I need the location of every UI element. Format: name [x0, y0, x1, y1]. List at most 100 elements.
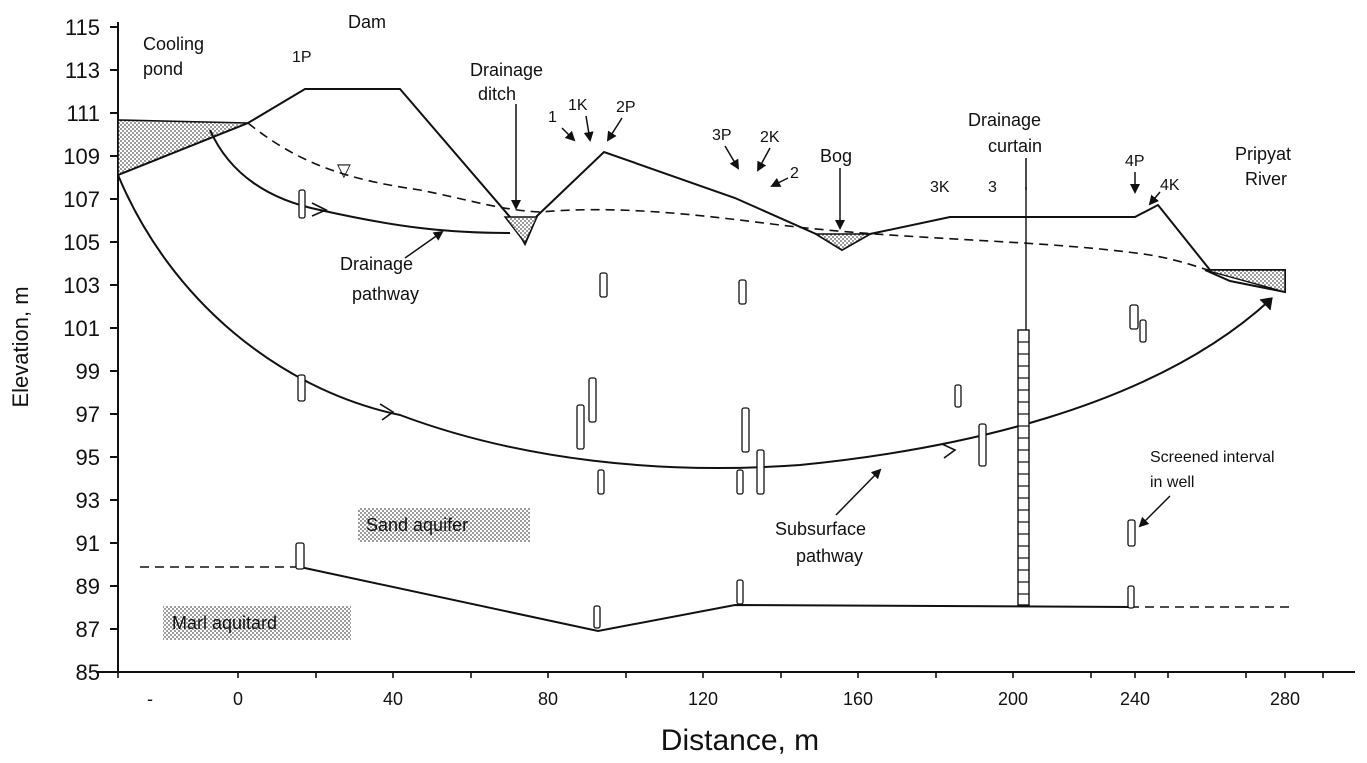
label-well-1: 1 — [548, 109, 557, 126]
label-sand-aquifer: Sand aquifer — [366, 515, 468, 535]
label-drainage-pathway-line2: pathway — [352, 284, 419, 304]
label-drainage-curtain-line1: Drainage — [968, 110, 1041, 130]
x-tick-label: - — [147, 689, 153, 709]
well-screen — [1129, 304, 1139, 330]
subsurface-arrow-icon-3 — [1259, 297, 1273, 311]
y-axis-title: Elevation, m — [8, 286, 33, 407]
label-cooling-pond-line1: Cooling — [143, 34, 204, 54]
label-drainage-ditch-line1: Drainage — [470, 60, 543, 80]
well-1-pointer — [561, 127, 576, 142]
label-pripyat-line2: River — [1245, 169, 1287, 189]
well-1K-pointer — [583, 115, 594, 142]
well-screen — [593, 605, 601, 629]
y-tick-label: 93 — [76, 488, 100, 513]
y-tick-label: 101 — [63, 316, 100, 341]
drainage-curtain-segments — [1018, 341, 1029, 595]
label-bog: Bog — [820, 146, 852, 166]
x-tick-label: 40 — [383, 689, 403, 709]
y-tick-label: 97 — [76, 402, 100, 427]
drainage-pathway-line — [209, 129, 511, 234]
label-dam: Dam — [348, 12, 386, 32]
x-tick-label: 280 — [1270, 689, 1300, 709]
well-2-pointer — [770, 177, 789, 187]
y-tick-label: 115 — [65, 15, 100, 40]
drainage-curtain-casing — [1017, 329, 1030, 606]
y-tick-label: 113 — [65, 58, 100, 83]
well-screen — [295, 542, 305, 570]
well-screen — [978, 423, 987, 467]
x-tick-label: 160 — [843, 689, 873, 709]
well-screens — [295, 189, 1147, 629]
y-tick-label: 109 — [63, 144, 100, 169]
label-drainage-ditch-line2: ditch — [478, 84, 516, 104]
y-tick-label: 95 — [76, 445, 100, 470]
well-screen — [1139, 319, 1147, 343]
label-well-3P: 3P — [712, 127, 732, 144]
well-screen — [597, 469, 605, 495]
drainage-pathway-arrow-icon — [311, 202, 328, 217]
label-screened-interval-line1: Screened interval — [1150, 449, 1275, 466]
well-3P-pointer — [724, 145, 740, 170]
well-screen — [954, 384, 962, 408]
label-well-2K: 2K — [760, 129, 780, 146]
label-subsurface-pathway-line2: pathway — [796, 546, 863, 566]
sand-aquifer-box — [358, 508, 530, 542]
well-screen — [588, 377, 597, 423]
label-drainage-pathway-line1: Drainage — [340, 254, 413, 274]
well-screen — [736, 469, 744, 495]
well-4K-pointer — [1148, 191, 1161, 206]
drainage-ditch-water — [503, 216, 539, 245]
subsurface-pathway-line — [117, 174, 1271, 469]
y-tick-label: 85 — [76, 660, 100, 685]
label-well-1K: 1K — [568, 97, 588, 114]
label-drainage-curtain-line2: curtain — [988, 136, 1042, 156]
label-well-4K: 4K — [1160, 177, 1180, 194]
label-subsurface-pathway-line1: Subsurface — [775, 519, 866, 539]
subsurface-arrow-icon-2 — [941, 443, 957, 459]
water-table-symbol: ▽ — [337, 160, 351, 180]
well-screen — [599, 272, 608, 298]
y-tick-label: 105 — [63, 230, 100, 255]
subsurface-arrow-icon-1 — [379, 403, 395, 421]
label-well-1P: 1P — [292, 49, 312, 66]
well-screen — [298, 189, 306, 219]
y-tick-label: 91 — [76, 531, 100, 556]
label-well-4P: 4P — [1125, 153, 1145, 170]
label-well-2P: 2P — [616, 99, 636, 116]
y-tick-label: 99 — [76, 359, 100, 384]
screened-interval-pointer — [1138, 495, 1171, 528]
well-screen — [736, 579, 744, 605]
well-screen — [741, 407, 750, 453]
well-screen — [738, 279, 747, 305]
y-tick-label: 87 — [76, 617, 100, 642]
x-tick-label: 0 — [233, 689, 243, 709]
subsurface-pathway-pointer — [835, 468, 882, 516]
y-tick-label: 89 — [76, 574, 100, 599]
bog-water — [813, 233, 873, 251]
x-axis-title: Distance, m — [661, 724, 819, 757]
x-tick-label: 200 — [998, 689, 1028, 709]
label-screened-interval-line2: in well — [1150, 474, 1194, 491]
y-axis: 115 113 111 109 107 105 103 101 99 97 95 93 91 89 87 85 — [63, 15, 119, 685]
water-table-line — [247, 122, 1216, 273]
label-well-3K: 3K — [930, 179, 950, 196]
marl-aquitard-box — [163, 606, 351, 640]
y-tick-label: 103 — [63, 273, 100, 298]
label-well-2: 2 — [790, 165, 799, 182]
label-pripyat-line1: Pripyat — [1235, 144, 1291, 164]
drainage-pathway-pointer — [404, 230, 444, 259]
well-screen — [756, 449, 765, 495]
y-tick-label: 111 — [67, 101, 100, 126]
ground-surface-profile — [117, 88, 1286, 294]
label-well-3: 3 — [988, 179, 997, 196]
x-tick-label: 80 — [538, 689, 558, 709]
river-water — [1204, 269, 1286, 293]
y-tick-label: 107 — [63, 187, 100, 212]
label-cooling-pond-line2: pond — [143, 59, 183, 79]
label-marl-aquitard: Marl aquitard — [172, 613, 277, 633]
well-screen — [1127, 519, 1136, 547]
well-screen — [297, 374, 306, 402]
well-screen — [1127, 585, 1135, 609]
x-tick-label: 120 — [688, 689, 718, 709]
